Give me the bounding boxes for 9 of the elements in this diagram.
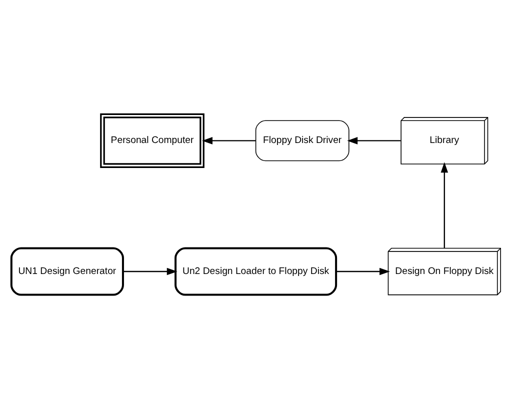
node-box: Personal Computer [100, 112, 204, 168]
node-box: Un2 Design Loader to Floppy Disk [174, 246, 338, 296]
arrow [123, 267, 178, 275]
arrow [347, 136, 401, 144]
arrow [336, 267, 390, 275]
node-box: Floppy Disk Driver [255, 120, 350, 161]
arrow [202, 136, 256, 144]
node-box: UN1 Design Generator [10, 246, 124, 296]
arrow [440, 162, 448, 248]
